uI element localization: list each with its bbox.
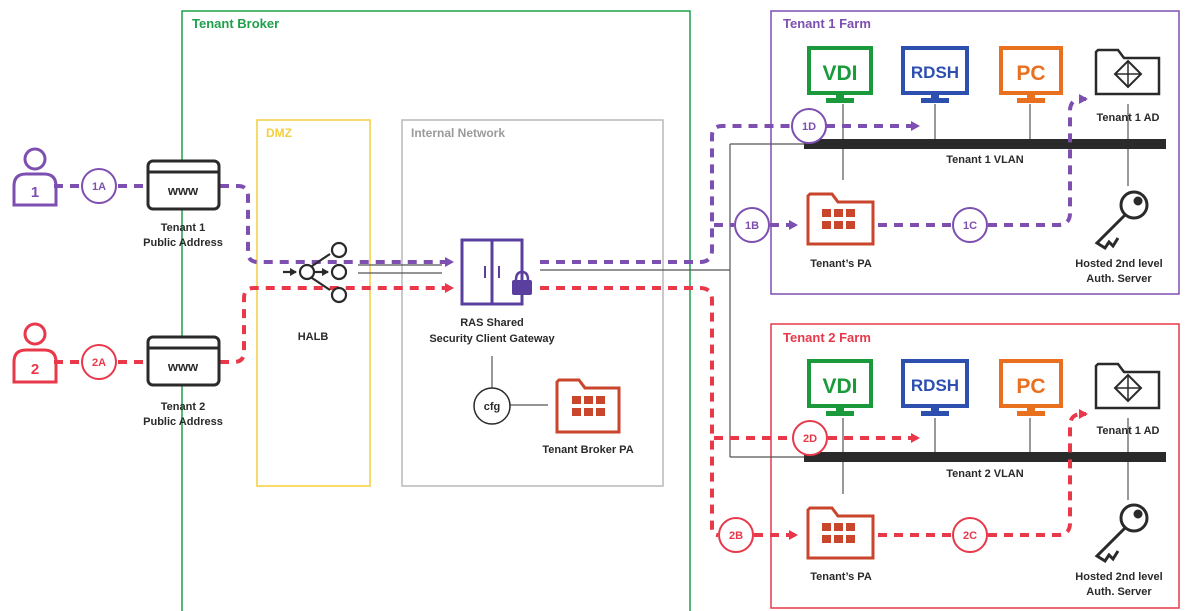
tenant1-ad-label: Tenant 1 AD	[1097, 112, 1160, 124]
step-badge-2d: 2D	[792, 420, 828, 456]
tenant2-web-icon: www	[146, 335, 221, 387]
tenant2-web-label: www	[167, 359, 199, 374]
tenant2-address-line2: Public Address	[143, 416, 223, 428]
tenant1-web-label: www	[167, 183, 199, 198]
tenant2-pc-label: PC	[1016, 375, 1045, 398]
dmz-zone	[256, 119, 371, 487]
tenant1-rdsh-monitor-icon: RDSH	[901, 46, 969, 103]
internal-network-zone	[401, 119, 664, 487]
step-2c-label: 2C	[963, 530, 977, 542]
tenant2-rdsh-monitor-icon: RDSH	[901, 359, 969, 416]
tenant1-auth-key-icon	[1094, 190, 1149, 251]
tenant2-address-line1: Tenant 2	[161, 401, 205, 413]
step-badge-1b: 1B	[734, 207, 770, 243]
tenant-broker-title: Tenant Broker	[192, 16, 279, 31]
tenant1-vdi-monitor-icon: VDI	[807, 46, 873, 103]
tenant2-auth-line1: Hosted 2nd level	[1075, 571, 1162, 583]
tenant1-vlan-label: Tenant 1 VLAN	[946, 154, 1023, 166]
tenant2-vlan-bar	[804, 452, 1166, 462]
halb-label: HALB	[298, 331, 329, 343]
tenant1-auth-line1: Hosted 2nd level	[1075, 258, 1162, 270]
tenant2-farm-zone	[770, 323, 1180, 609]
dmz-title: DMZ	[266, 126, 292, 140]
security-gateway-icon	[460, 238, 532, 306]
step-2a-label: 2A	[92, 357, 106, 369]
cfg-node: cfg	[473, 387, 511, 425]
tenant2-ad-label: Tenant 1 AD	[1097, 425, 1160, 437]
step-badge-2b: 2B	[718, 517, 754, 553]
tenant2-vdi-label: VDI	[822, 375, 857, 398]
broker-pa-label: Tenant Broker PA	[542, 444, 633, 456]
tenant2-vdi-monitor-icon: VDI	[807, 359, 873, 416]
tenant2-pc-monitor-icon: PC	[999, 359, 1063, 416]
tenant1-rdsh-label: RDSH	[911, 63, 959, 82]
halb-icon	[283, 241, 348, 304]
tenant1-vdi-label: VDI	[822, 62, 857, 85]
internal-network-title: Internal Network	[411, 126, 505, 140]
broker-pa-folder-icon	[555, 378, 621, 434]
tenant1-flow	[54, 94, 1088, 267]
tenant2-auth-key-icon	[1094, 503, 1149, 564]
tenant2-ad-folder-icon	[1094, 362, 1161, 410]
tenant1-auth-line2: Auth. Server	[1086, 273, 1152, 285]
step-badge-1a: 1A	[81, 168, 117, 204]
tenant2-vlan-label: Tenant 2 VLAN	[946, 468, 1023, 480]
gateway-label-line2: Security Client Gateway	[429, 333, 555, 345]
user-2-number: 2	[31, 361, 39, 378]
tenant1-pa-folder-icon	[806, 192, 875, 246]
tenant1-ad-folder-icon	[1094, 48, 1161, 96]
user-2-icon: 2	[12, 322, 58, 384]
step-badge-2c: 2C	[952, 517, 988, 553]
cfg-label: cfg	[484, 401, 501, 413]
user-1-icon: 1	[12, 147, 58, 207]
step-badge-1d: 1D	[791, 108, 827, 144]
tenant2-auth-line2: Auth. Server	[1086, 586, 1152, 598]
step-1a-label: 1A	[92, 181, 106, 193]
tenant1-farm-zone	[770, 10, 1180, 295]
step-1b-label: 1B	[745, 220, 759, 232]
tenant2-pa-folder-icon	[806, 506, 875, 560]
tenant1-pa-label: Tenant’s PA	[810, 258, 872, 270]
tenant1-address-line1: Tenant 1	[161, 222, 205, 234]
step-badge-1c: 1C	[952, 207, 988, 243]
tenant1-web-icon: www	[146, 159, 221, 211]
tenant2-pa-label: Tenant’s PA	[810, 571, 872, 583]
gateway-label-line1: RAS Shared	[460, 317, 524, 329]
step-2b-label: 2B	[729, 530, 743, 542]
step-1d-label: 1D	[802, 121, 816, 133]
tenant2-rdsh-label: RDSH	[911, 376, 959, 395]
tenant1-pc-label: PC	[1016, 62, 1045, 85]
step-2d-label: 2D	[803, 433, 817, 445]
step-badge-2a: 2A	[81, 344, 117, 380]
user-1-number: 1	[31, 184, 39, 201]
tenant1-address-line2: Public Address	[143, 237, 223, 249]
tenant1-pc-monitor-icon: PC	[999, 46, 1063, 103]
tenant2-flow	[54, 283, 1088, 540]
tenant-broker-zone	[181, 10, 691, 611]
tenant1-vlan-bar	[804, 139, 1166, 149]
tenant2-farm-title: Tenant 2 Farm	[783, 330, 871, 345]
step-1c-label: 1C	[963, 220, 977, 232]
tenant1-farm-title: Tenant 1 Farm	[783, 16, 871, 31]
